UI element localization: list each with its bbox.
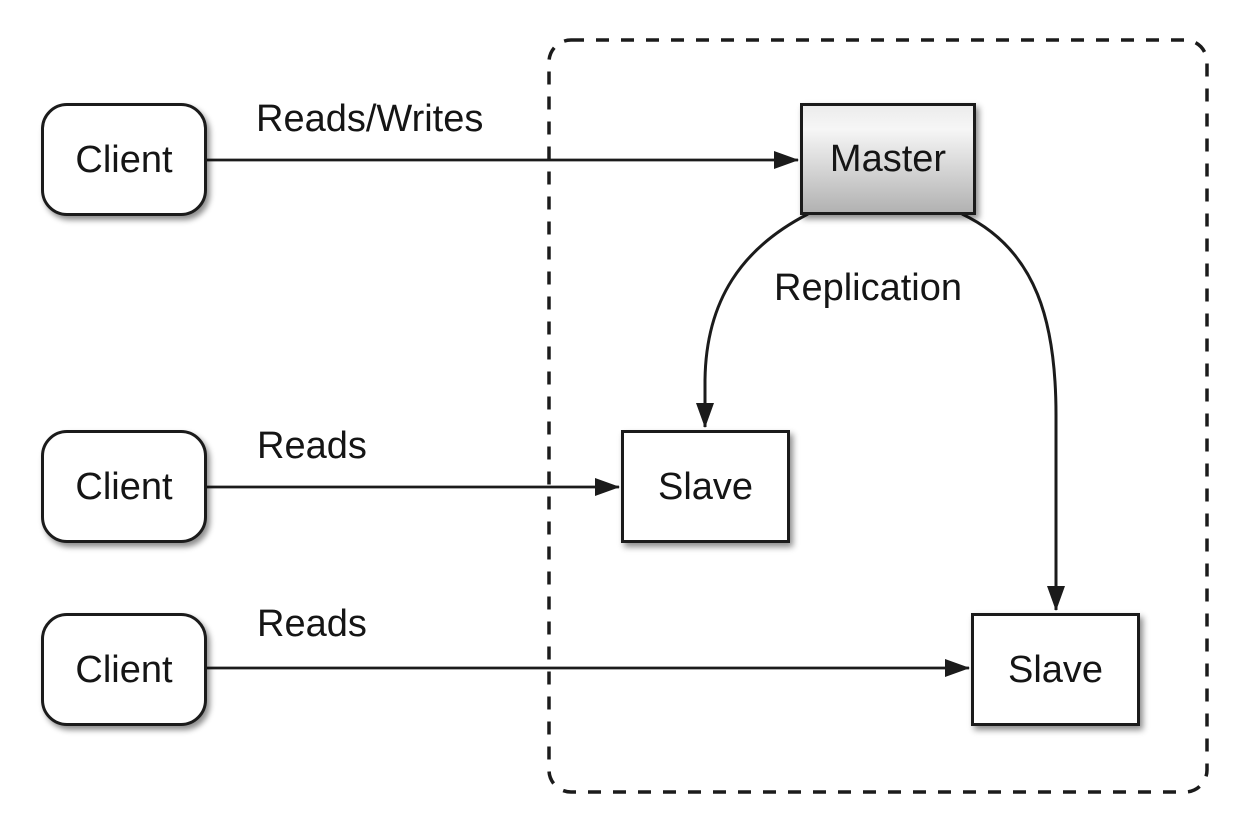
node-slave-1: Slave bbox=[621, 430, 790, 543]
node-client-2: Client bbox=[41, 430, 207, 543]
node-client-1: Client bbox=[41, 103, 207, 216]
edge-label-reads-writes: Reads/Writes bbox=[256, 98, 484, 140]
edge-master-to-slave2 bbox=[961, 212, 1065, 611]
node-client-1-label: Client bbox=[75, 138, 173, 181]
edge-label-reads-bottom: Reads bbox=[257, 603, 367, 645]
node-master-label: Master bbox=[829, 138, 947, 180]
node-client-3-label: Client bbox=[75, 648, 173, 691]
edge-master-to-slave1 bbox=[696, 212, 809, 428]
replication-group-boundary bbox=[547, 38, 1209, 794]
node-master: Master bbox=[800, 103, 976, 215]
node-slave-2-label: Slave bbox=[1007, 648, 1104, 691]
node-client-3: Client bbox=[41, 613, 207, 726]
node-slave-1-label: Slave bbox=[657, 465, 754, 508]
node-slave-2: Slave bbox=[971, 613, 1140, 726]
node-client-2-label: Client bbox=[75, 465, 173, 508]
edge-label-replication: Replication bbox=[774, 267, 962, 309]
edge-label-reads-middle: Reads bbox=[257, 425, 367, 467]
